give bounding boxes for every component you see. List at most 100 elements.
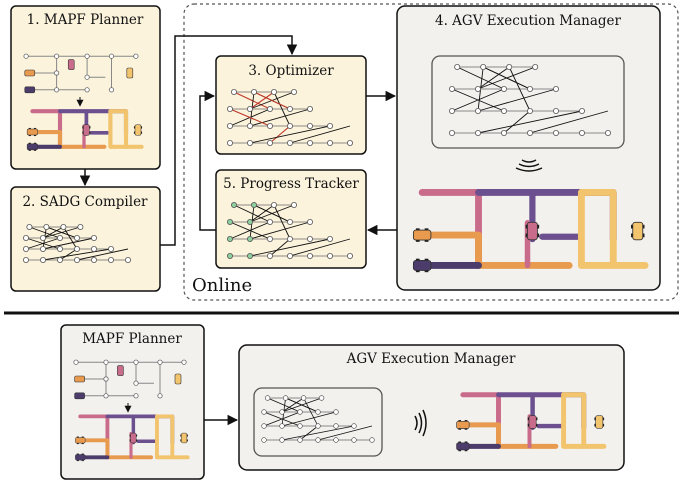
agv-wheel [133,131,135,134]
agv-wheel [458,441,462,443]
graph-node [333,437,339,443]
graph-node [286,139,293,146]
dependency-edge [42,237,95,250]
graph-node [500,108,507,115]
graph-node [43,223,50,230]
agv-wheel [129,434,131,437]
agv-wheel [536,417,538,421]
bottom-mapf-paths [75,414,190,462]
graph-node [246,235,253,242]
road-node [133,380,139,386]
agv-wheel [136,439,138,442]
agv-wheel [129,439,131,442]
agv-wheel [424,240,429,242]
dependency-edge [229,108,271,127]
arrow-tracker-to-optimizer [199,90,216,231]
dependency-edge [273,91,291,127]
agv-icon [67,59,75,70]
road-node [53,87,60,93]
graph-node [326,139,333,146]
dependency-edge [289,125,351,144]
agv-icon [75,453,86,462]
agv-wheel [527,417,529,421]
agv-icon [456,441,470,452]
dependency-edge [249,91,275,110]
agv-wheel [33,127,37,129]
agv-wheel [180,439,182,442]
bottom-mapf-title: MAPF Planner [82,331,182,347]
dependency-edge [249,238,331,257]
dependency-edge [42,248,112,261]
dependency-edge [451,88,505,112]
agv-icon [594,415,605,429]
path-orange [461,422,559,449]
agv-wheel [631,233,633,238]
agv-wheel [141,131,143,134]
graph-node [226,106,233,113]
agv-icon [24,69,36,77]
agv-execution-manager-panel: 4. AGV Execution Manager [396,5,661,291]
road-node [108,87,115,93]
agv-wheel [141,126,143,129]
agv-wheel [133,126,135,129]
agv-wheel [415,240,420,242]
agv-body [117,365,124,376]
graph-node [297,423,303,429]
bottom-agv-map [456,392,607,452]
dependency-edge [503,110,531,134]
agv-wheel [536,423,538,427]
agv-body [456,442,470,451]
graph-node [315,409,321,415]
graph-node [266,106,273,113]
wireless-signal-icon [414,409,427,437]
agv-body [412,260,432,271]
graph-node [266,123,273,130]
graph-node [306,252,313,259]
graph-node [448,86,455,93]
graph-node [286,235,293,242]
graph-node [250,89,257,96]
agv-body [67,59,75,70]
graph-node [266,218,273,225]
graph-node [270,89,277,96]
agv-wheel [642,224,645,229]
agv-icon [26,142,38,151]
graph-node [527,86,534,93]
agv-wheel [415,228,420,231]
agv-body [456,420,470,429]
graph-node [454,64,461,71]
agv-body [83,124,90,136]
agv-wheel [28,149,31,151]
bottom-agv-graph-frame [253,387,383,457]
optimizer-graph [226,89,353,146]
graph-node [306,123,313,130]
dependency-edge [303,397,319,427]
graph-node [290,201,297,208]
sadg-compiler-title: 2. SADG Compiler [22,194,148,210]
road-node [157,359,163,365]
dependency-edge [508,66,531,112]
dependency-edge [269,125,291,144]
path-yellow [108,109,129,149]
road-node [84,74,90,80]
graph-node [108,245,115,252]
graph-node [369,437,375,443]
dependency-edge [249,204,275,223]
agv-body [26,143,38,151]
agv-wheel [81,436,84,438]
agv-wheel [28,142,31,144]
graph-node [226,139,233,146]
agv-wheel [82,131,84,134]
graph-node [246,123,253,130]
graph-node [91,245,98,252]
dependency-edge [233,204,271,223]
agv-wheel [424,228,429,231]
graph-node [261,423,267,429]
agv-body [24,69,36,77]
optimizer-panel: 3. Optimizer [215,55,367,155]
dependency-edge [59,248,78,261]
agv-wheel [525,233,528,238]
graph-node [306,106,313,113]
agv-wheel [458,428,462,430]
graph-node [553,129,560,136]
